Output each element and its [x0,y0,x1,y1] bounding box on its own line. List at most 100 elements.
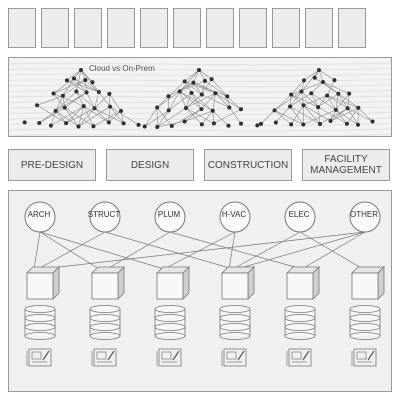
network-edge [290,105,304,125]
model-cube-front [91,272,119,300]
network-edge [144,107,158,127]
phase-facility-management: FACILITY MANAGEMENT [302,149,390,181]
network-edge [157,107,187,128]
discipline-link [232,231,301,270]
network-node [238,107,243,112]
network-edge [94,91,100,109]
blueprint-icon-room [96,351,107,360]
network-edge [78,106,111,127]
network-edge [289,93,312,107]
network-node [53,108,58,113]
network-node [51,91,56,96]
database-band [25,309,55,318]
database-ring [89,305,121,313]
network-edge [83,106,94,127]
discipline-link [41,231,366,270]
network-node [72,76,77,81]
network-edge [185,94,202,109]
network-edge [335,93,339,110]
network-node [177,89,182,94]
discipline-diagram [24,201,385,367]
network-edge [184,108,202,122]
network-edge [184,69,200,82]
database-ring [154,305,186,313]
network-edge [94,93,110,109]
network-node [210,108,215,113]
network-node [239,121,244,126]
network-edge [303,69,320,81]
discipline-link [37,231,106,270]
database-band [90,318,120,327]
database-ring [284,332,316,340]
discipline-circle [89,201,121,233]
network-edge [39,110,56,124]
network-node [108,104,113,109]
network-node [92,106,97,111]
network-edge [80,69,100,93]
grain-line [9,101,391,104]
network-node [48,123,53,128]
network-node [79,68,83,72]
network-node [344,121,349,126]
network-edge [317,95,328,108]
network-edge [274,110,304,125]
network-node [182,119,187,124]
network-edge [274,91,302,111]
network-node [76,124,81,129]
network-edge [53,93,65,108]
network-edge [201,80,206,95]
network-edge [66,69,82,81]
grain-line [9,90,391,93]
network-edge [191,92,213,112]
network-node [84,90,89,95]
network-node [288,104,293,109]
grain-line [9,112,391,115]
network-edge [201,94,230,108]
model-cube-front [221,272,249,300]
discipline-link [228,231,236,270]
network-edge [301,69,320,92]
network-edge [66,80,87,93]
discipline-link [163,231,236,270]
network-node [347,91,352,96]
database-ring [89,332,121,340]
network-edge [184,81,192,93]
discipline-label-elec: ELEC [288,210,310,219]
blueprint-icon-frame [28,348,52,367]
network-edge [326,95,337,111]
network-edge [260,110,275,125]
top-box [305,8,333,48]
network-node [317,121,322,126]
network-edge [94,108,110,123]
network-edge [66,80,99,93]
discipline-link [33,231,41,270]
blueprint-icon-frame [93,348,117,367]
network-edge [185,107,203,125]
network-edge [157,110,169,128]
database-band [285,309,315,318]
network-edge [330,109,337,122]
network-edge [317,93,339,108]
network-edge [78,106,85,127]
database-band [90,327,120,336]
phase-construction: CONSTRUCTION [204,149,292,181]
discipline-circle [349,201,381,233]
network-node [226,123,231,128]
network-node [273,120,278,125]
network-node [202,78,207,83]
model-cube-side [52,266,60,300]
database-band [350,318,380,327]
network-node [258,121,263,126]
network-node [199,107,204,112]
database-ring [154,332,186,340]
blueprint-icon-pencil [42,350,50,361]
database-ring [284,323,316,331]
network-node [83,78,88,83]
network-node [199,122,204,127]
network-node [316,105,321,110]
network-node [227,105,232,110]
phase-design: DESIGN [106,149,194,181]
database-ring [24,323,56,331]
grain-line [9,73,391,77]
network-edge [335,109,348,124]
